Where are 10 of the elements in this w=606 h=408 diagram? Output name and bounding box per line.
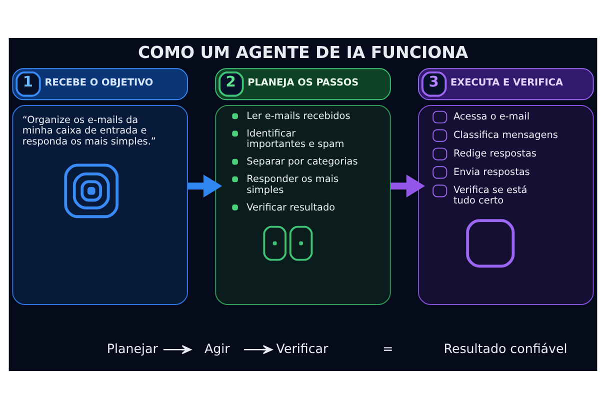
arrow xyxy=(163,344,192,354)
node-text: Planejar xyxy=(106,340,158,356)
arrow xyxy=(390,174,426,197)
arrow xyxy=(188,174,222,197)
arrow xyxy=(244,344,273,354)
diagram-title: COMO UM AGENTE DE IA FUNCIONA xyxy=(138,42,468,62)
label: = xyxy=(382,340,394,356)
label: Resultado confiável xyxy=(444,340,568,356)
node-text: Agir xyxy=(204,340,230,356)
node-text: Verificar xyxy=(276,340,328,356)
